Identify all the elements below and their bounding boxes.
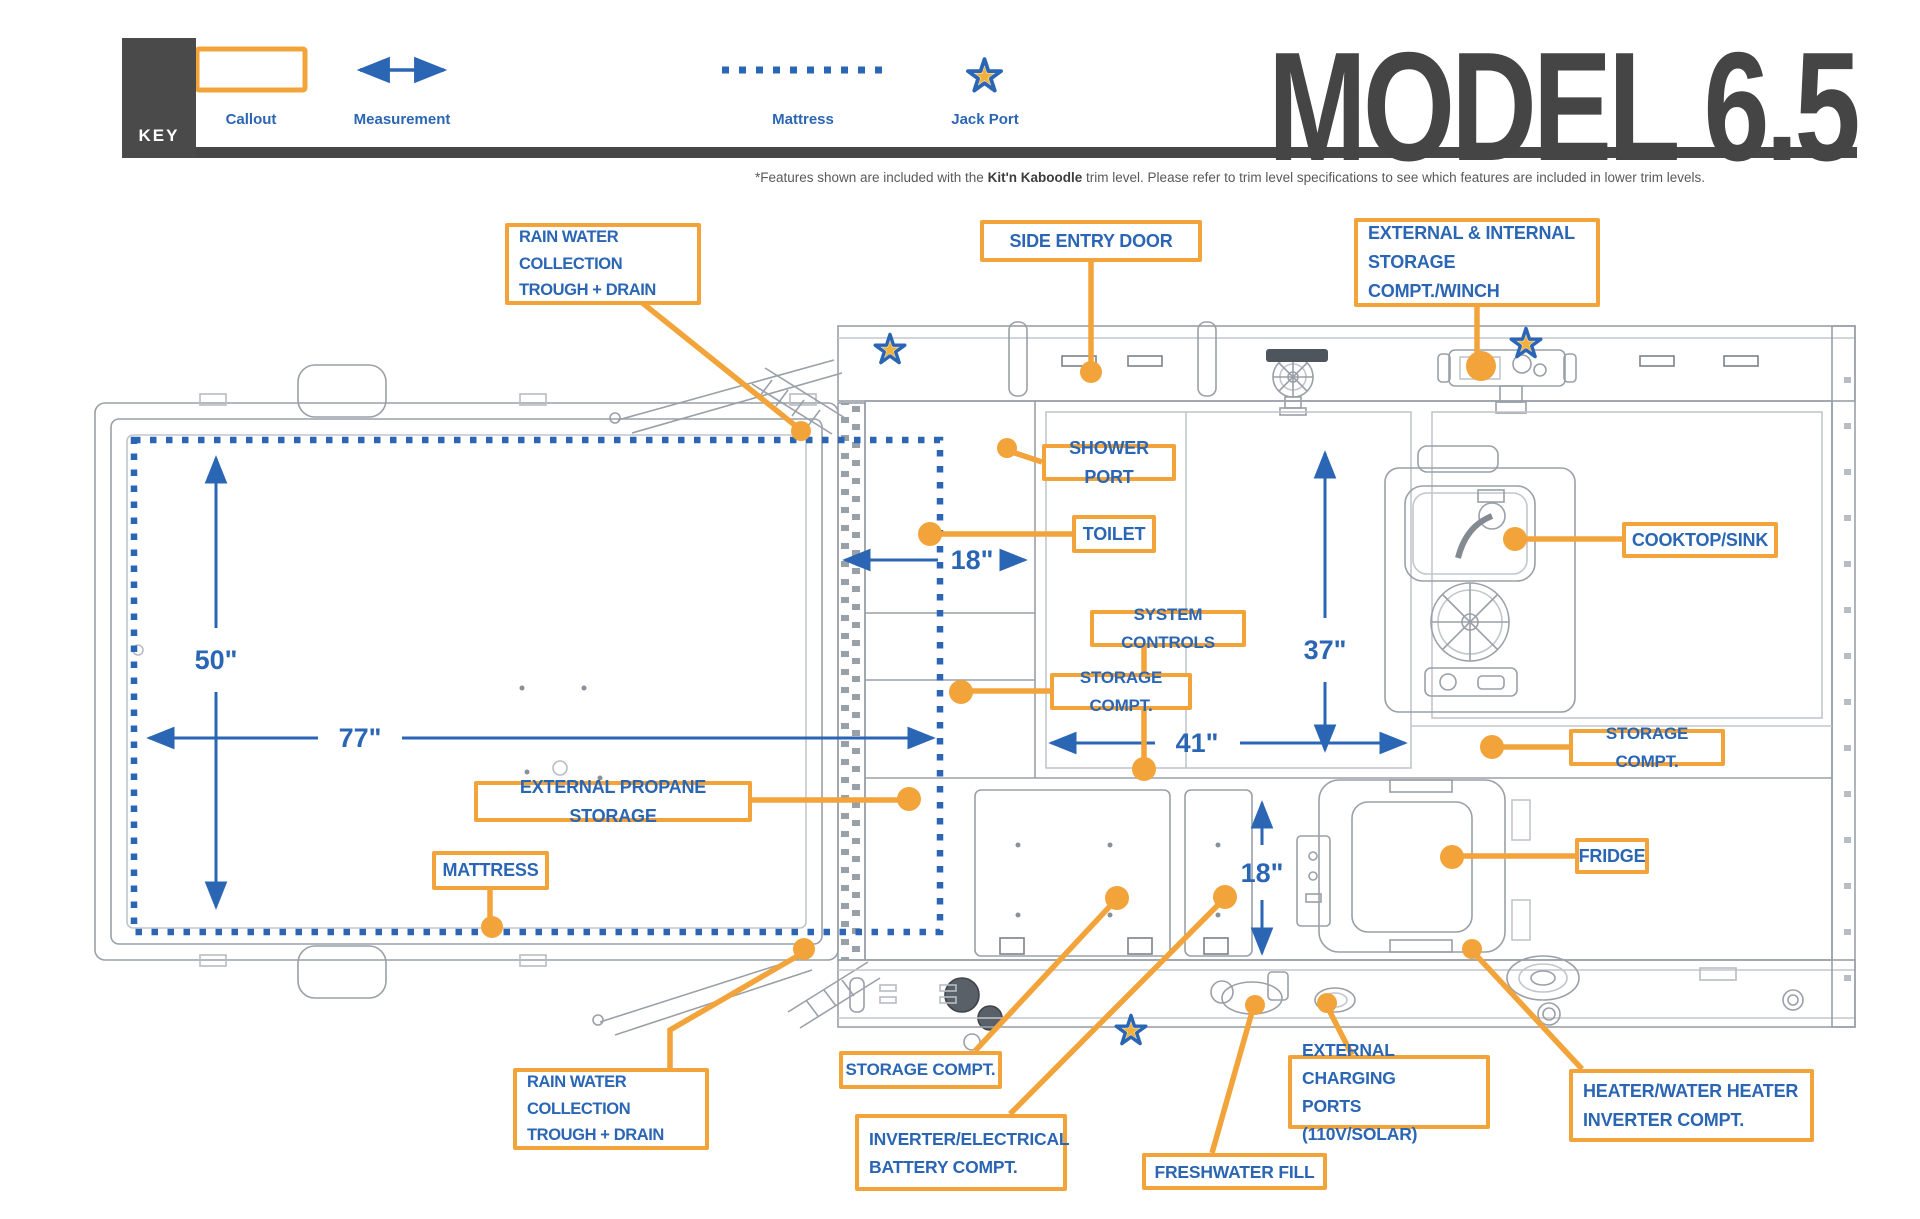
callout-sample-icon — [194, 46, 308, 93]
callout-external-propane-storage: EXTERNAL PROPANE STORAGE — [474, 777, 752, 826]
legend-label-jack-port: Jack Port — [951, 111, 1019, 128]
callout-heater-water-heater-inverter: HEATER/WATER HEATER INVERTER COMPT. — [1569, 1069, 1814, 1142]
measurement-50: 50" — [195, 645, 238, 675]
note-trim-name: Kit'n Kaboodle — [987, 170, 1083, 185]
page-title: MODEL 6.5 — [1268, 20, 1861, 194]
callout-rain-water-bottom: RAIN WATER COLLECTION TROUGH + DRAIN — [513, 1068, 709, 1150]
measurement-37: 37" — [1304, 635, 1347, 665]
lift-struts-bottom — [592, 957, 881, 1036]
fridge-drawing — [1296, 779, 1531, 953]
hinge-column — [837, 402, 866, 961]
jack-port-sample-icon — [968, 59, 1001, 90]
callout-rain-water-top: RAIN WATER COLLECTION TROUGH + DRAIN — [505, 223, 701, 305]
cooktop-sink-unit — [1384, 445, 1576, 713]
measurement-arrows — [146, 450, 1408, 956]
crank-wheel — [1272, 356, 1314, 416]
callout-inverter-battery: INVERTER/ELECTRICAL BATTERY COMPT. — [855, 1114, 1070, 1191]
callout-toilet: TOILET — [1072, 515, 1156, 553]
header-bar — [122, 147, 1857, 158]
lift-struts-top — [609, 359, 846, 435]
measurement-41: 41" — [1176, 728, 1219, 758]
callout-side-entry-door: SIDE ENTRY DOOR — [980, 220, 1202, 262]
callout-mattress: MATTRESS — [432, 851, 549, 890]
measurement-18-fridge: 18" — [1241, 858, 1284, 888]
winch-pulley-cluster — [944, 977, 1003, 1051]
callout-external-internal-storage-winch: EXTERNAL & INTERNAL STORAGE COMPT./WINCH — [1354, 218, 1600, 307]
brand-plate — [1266, 349, 1328, 362]
burner — [1430, 582, 1510, 662]
trailer-line-art — [94, 321, 1856, 1051]
faucet — [1478, 502, 1506, 530]
measurement-18-toilet: 18" — [951, 545, 994, 575]
key-box: KEY — [122, 38, 196, 158]
callout-storage-compt-right: STORAGE COMPT. — [1569, 724, 1725, 771]
jack-port-star-rear-top — [1511, 328, 1541, 356]
note-suffix: trim level. Please refer to trim level s… — [1082, 170, 1706, 185]
callout-leaders — [487, 260, 1622, 1154]
callout-fridge: FRIDGE — [1575, 838, 1649, 874]
carry-handle-bottom — [297, 945, 387, 999]
door-post-right — [1197, 321, 1217, 397]
trim-level-note: *Features shown are included with the Ki… — [620, 170, 1840, 185]
lower-compartments — [974, 789, 1253, 957]
bed-platform — [94, 364, 839, 999]
callout-system-controls: SYSTEM CONTROLS — [1090, 605, 1246, 652]
winch-compartment — [1437, 349, 1577, 414]
key-label: KEY — [138, 126, 180, 145]
callout-storage-compt-bottom: STORAGE COMPT. — [839, 1051, 1002, 1089]
measurement-labels: 50" 77" 18" 37" 41" 18" — [195, 545, 1347, 888]
callout-dots — [481, 351, 1527, 1015]
legend-label-measurement: Measurement — [353, 111, 451, 128]
legend-label-mattress: Mattress — [772, 111, 834, 128]
cabin-body — [837, 325, 1856, 1028]
door-post-left — [1008, 321, 1028, 397]
measurement-77: 77" — [339, 723, 382, 753]
note-prefix: *Features shown are included with the — [754, 170, 988, 185]
callout-shower-port: SHOWER PORT — [1042, 438, 1176, 487]
heater-vent-fixture — [1506, 955, 1580, 1026]
callout-cooktop-sink: COOKTOP/SINK — [1622, 522, 1778, 558]
legend-samples — [194, 46, 1001, 93]
carry-handle-top — [297, 364, 387, 418]
mattress-outline — [130, 436, 944, 936]
callout-freshwater-fill: FRESHWATER FILL — [1142, 1153, 1327, 1190]
callout-external-charging-ports: EXTERNAL CHARGING PORTS (110V/SOLAR) — [1288, 1040, 1490, 1144]
charging-port-fixture — [1314, 987, 1356, 1013]
jack-port-star-bottom — [1116, 1015, 1146, 1043]
top-wall-details — [1008, 321, 1759, 416]
legend-label-callout: Callout — [225, 111, 277, 128]
callout-storage-compt-mid: STORAGE COMPT. — [1050, 668, 1192, 715]
